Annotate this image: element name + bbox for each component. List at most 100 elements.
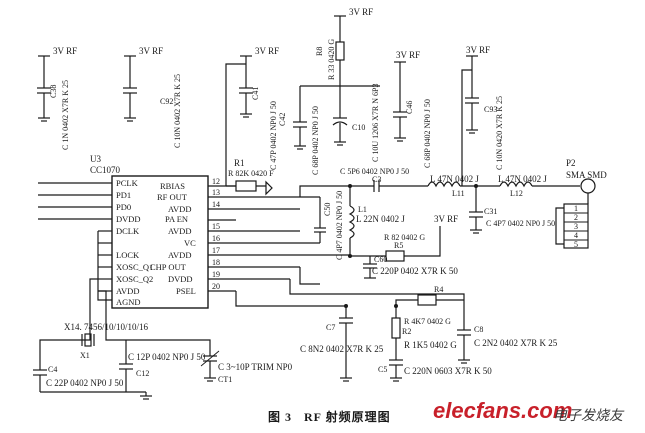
- c38-ref: C38: [49, 85, 58, 98]
- r5-value: R 82 0402 G: [384, 233, 425, 242]
- x1-ref: X1: [80, 351, 90, 360]
- c31-value: C 4P7 0402 NP0 J 50: [486, 219, 555, 228]
- c10-value: C 10U 1206 X7R N 6P3: [371, 84, 380, 162]
- pin-paen: PA EN: [165, 214, 188, 224]
- pnum-16: 16: [212, 234, 220, 243]
- pin-rfout: RF OUT: [157, 192, 188, 202]
- l12-ref: L12: [510, 189, 523, 198]
- c41-ref: C41: [251, 87, 260, 100]
- x1-value: X14. 7456/10/10/10/16: [64, 322, 149, 332]
- c93-ref: C93: [484, 105, 497, 114]
- pnum-15: 15: [212, 222, 220, 231]
- r2-value: R 1K5 0402 G: [404, 340, 457, 350]
- c8-value: C 2N2 0402 X7R K 25: [474, 338, 558, 348]
- pin-dvdd-r: DVDD: [168, 274, 193, 284]
- p2-pin-1: 1: [574, 204, 578, 213]
- pin-pd0: PD0: [116, 202, 131, 212]
- pin-avdd-r2: AVDD: [168, 226, 191, 236]
- r5-supply: 3V RF: [434, 214, 458, 224]
- chip-part: CC1070: [90, 165, 121, 175]
- c38-value: C 1N 0402 X7R K 25: [61, 80, 70, 150]
- pnum-20: 20: [212, 282, 220, 291]
- pnum-13: 13: [212, 188, 220, 197]
- r4-ref: R4: [434, 285, 443, 294]
- watermark-cn: 电子发烧友: [553, 409, 623, 424]
- c42-ref: C42: [278, 113, 287, 126]
- c31-ref: C31: [484, 207, 497, 216]
- l12-value: L 47N 0402 J: [498, 174, 547, 184]
- loop-filter-group: C7 C 8N2 0402 X7R K 25 R4 R 4K7 0402 G R…: [235, 267, 558, 382]
- pin-psel: PSEL: [176, 286, 196, 296]
- pin-chpout: CHP OUT: [150, 262, 187, 272]
- c46-group: 3V RF C46 C 68P 0402 NP0 J 50: [393, 50, 432, 168]
- figure-caption: 图 3 RF 射频原理图: [268, 408, 391, 425]
- pin-vc: VC: [184, 238, 196, 248]
- crystal-group: X14. 7456/10/10/10/16 X1 C4 C 22P 0402 N…: [33, 310, 293, 400]
- pin-avdd-l: AVDD: [116, 286, 139, 296]
- c10-ref: C10: [352, 123, 365, 132]
- c60-ref: C60: [374, 255, 387, 264]
- p2-pin-4: 4: [574, 231, 578, 240]
- p2-pin-3: 3: [574, 222, 578, 231]
- r1-ref: R1: [234, 158, 245, 168]
- p2-pin-2: 2: [574, 213, 578, 222]
- c7-ref: C7: [326, 323, 335, 332]
- r4-value: R 4K7 0402 G: [404, 317, 451, 326]
- c12-ref: C12: [136, 369, 149, 378]
- pin-pd1: PD1: [116, 190, 131, 200]
- ct1-value: C 3~10P TRIM NP0: [218, 362, 293, 372]
- c42-group: C42 C 68P 0402 NP0 J 50: [278, 86, 320, 175]
- r5-ref: R5: [394, 241, 403, 250]
- r2-ref: R2: [402, 327, 411, 336]
- figure-number: 图 3: [268, 410, 293, 424]
- l11-ref: L11: [452, 189, 465, 198]
- pin-xosc-q2: XOSC_Q2: [116, 274, 153, 284]
- c41-group: 3V RF C41 C 47P 0402 NP0 J 50: [239, 46, 279, 170]
- c46-supply: 3V RF: [396, 50, 420, 60]
- c38-group: 3V RF C38 C 1N 0402 X7R K 25: [37, 46, 77, 150]
- c4-ref: C4: [48, 365, 57, 374]
- r8-supply: 3V RF: [349, 7, 373, 17]
- pin-agnd: AGND: [116, 297, 141, 307]
- c7-value: C 8N2 0402 X7R K 25: [300, 344, 384, 354]
- chip-ref: U3: [90, 154, 101, 164]
- c93-supply: 3V RF: [466, 45, 490, 55]
- pnum-14: 14: [212, 200, 220, 209]
- c12-value: C 12P 0402 NP0 J 50: [128, 352, 206, 362]
- pin-dvdd-l: DVDD: [116, 214, 141, 224]
- watermark-brand: elecfans.com: [433, 398, 573, 423]
- rbias-net: [225, 63, 246, 186]
- avdd-top-net: [461, 69, 472, 186]
- c50-ref: C50: [323, 203, 332, 216]
- pnum-18: 18: [212, 258, 220, 267]
- l1-value: L 22N 0402 J: [356, 214, 405, 224]
- c5-ref: C5: [378, 365, 387, 374]
- c38-supply: 3V RF: [53, 46, 77, 56]
- c93-value: C 10N 0420 X7R K 25: [495, 96, 504, 170]
- r1-group: R1 R 82K 0420 F: [226, 158, 274, 196]
- c92-supply: 3V RF: [139, 46, 163, 56]
- chip-body: [111, 175, 209, 309]
- figure-title: RF 射频原理图: [304, 410, 391, 424]
- c8-ref: C8: [474, 325, 483, 334]
- r1-value: R 82K 0420 F: [228, 169, 274, 178]
- pin-xosc-q1: XOSC_Q1: [116, 262, 153, 272]
- c41-value: C 47P 0402 NP0 J 50: [269, 101, 278, 170]
- p2-connector: P2 SMA SMD 1 2 3 4 5: [555, 158, 607, 249]
- p2-value: SMA SMD: [566, 170, 607, 180]
- chip-right-pins: RBIAS RF OUT AVDD PA EN AVDD VC AVDD CHP…: [150, 177, 320, 296]
- r8-group: 3V RF R8 R 33 0420 G: [300, 7, 380, 87]
- r8-value: R 33 0420 G: [327, 39, 336, 80]
- pin-dclk: DCLK: [116, 226, 140, 236]
- pnum-17: 17: [212, 246, 220, 255]
- chip-left-pins: PCLK PD1 PD0 DVDD DCLK LOCK XOSC_Q1 XOSC…: [38, 178, 153, 318]
- c92-group: 3V RF C92 C 10N 0402 X7R K 25: [123, 46, 182, 148]
- c10-group: C10 C 10U 1206 X7R N 6P3: [332, 84, 380, 162]
- pin-avdd-r1: AVDD: [168, 204, 191, 214]
- c46-value: C 68P 0402 NP0 J 50: [423, 99, 432, 168]
- c92-ref: C92: [160, 97, 173, 106]
- pin-pclk: PCLK: [116, 178, 139, 188]
- pin-avdd-r3: AVDD: [168, 250, 191, 260]
- c4-value: C 22P 0402 NP0 J 50: [46, 378, 124, 388]
- p2-pin-5: 5: [574, 240, 578, 249]
